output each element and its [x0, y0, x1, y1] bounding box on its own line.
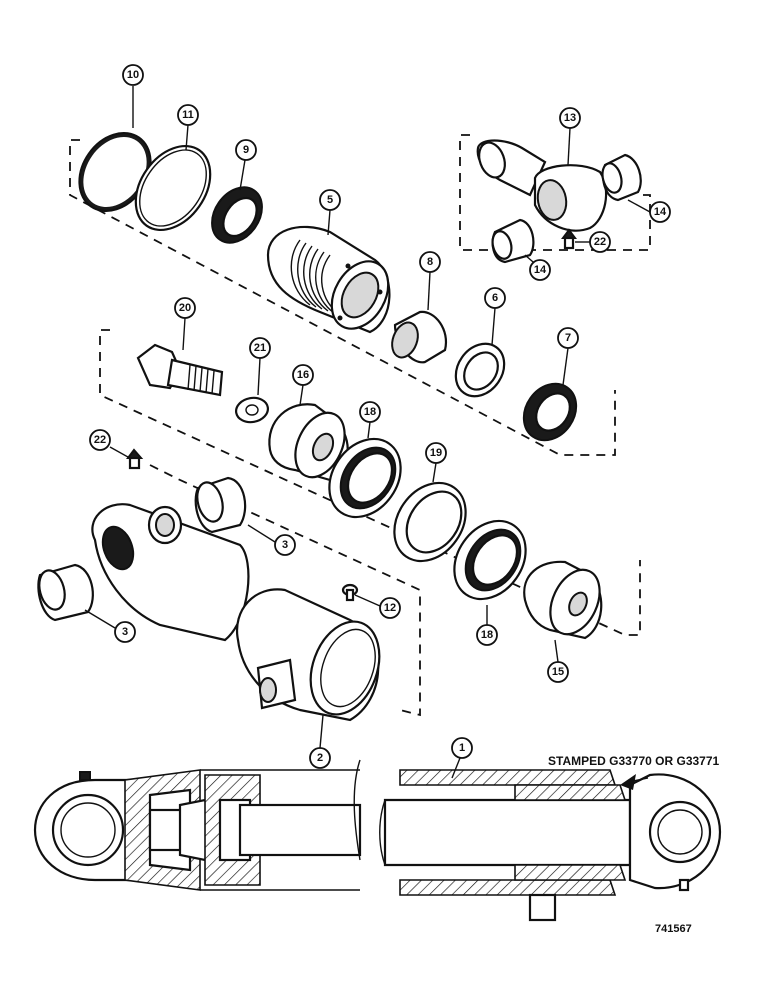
drawing-number: 741567 [655, 923, 692, 935]
svg-text:10: 10 [127, 69, 139, 81]
callout-20: 20 [174, 297, 196, 319]
callout-18-upper: 18 [359, 401, 381, 423]
callout-14-upper: 14 [649, 201, 671, 223]
part-10-ring [78, 132, 152, 212]
part-22-grease-fitting-upper [561, 228, 577, 250]
part-22-grease-fitting-lower [126, 448, 144, 470]
callout-14-lower: 14 [529, 259, 551, 281]
svg-text:12: 12 [384, 602, 396, 614]
part-18-seal-upper [328, 437, 402, 519]
svg-text:5: 5 [327, 194, 333, 206]
part-base-eye [91, 503, 250, 642]
svg-text:8: 8 [427, 256, 433, 268]
callout-22-lower: 22 [89, 429, 111, 451]
svg-text:18: 18 [481, 629, 493, 641]
callout-13: 13 [559, 107, 581, 129]
callout-18-lower: 18 [476, 624, 498, 646]
part-16-piston-nut [268, 403, 349, 482]
svg-text:15: 15 [552, 666, 564, 678]
part-5-cylinder-head [266, 225, 391, 334]
callout-3-lower: 3 [114, 621, 136, 643]
callout-10: 10 [122, 64, 144, 86]
svg-text:14: 14 [654, 206, 667, 218]
callout-1: 1 [451, 737, 473, 759]
svg-text:20: 20 [179, 302, 191, 314]
assembled-cylinder-left [33, 759, 362, 891]
part-8-bushing [391, 310, 448, 364]
part-9-seal [211, 186, 263, 244]
part-15-piston [523, 560, 603, 640]
leader-lines [84, 86, 651, 790]
svg-text:22: 22 [94, 434, 106, 446]
callout-21: 21 [249, 337, 271, 359]
part-18-seal-lower [453, 519, 527, 601]
callout-5: 5 [319, 189, 341, 211]
part-11-ring [134, 144, 212, 232]
svg-text:16: 16 [297, 369, 309, 381]
svg-text:18: 18 [364, 406, 376, 418]
callout-15: 15 [547, 661, 569, 683]
svg-text:3: 3 [122, 626, 128, 638]
part-7-seal [522, 382, 578, 442]
part-14-bushing-lower [491, 218, 535, 264]
part-3-bushing-upper [194, 476, 247, 534]
callout-6: 6 [484, 287, 506, 309]
svg-text:11: 11 [182, 109, 194, 121]
callout-9: 9 [235, 139, 257, 161]
svg-text:22: 22 [594, 236, 606, 248]
svg-text:3: 3 [282, 539, 288, 551]
part-2-barrel [235, 588, 381, 722]
part-20-bolt [136, 343, 224, 397]
part-21-washer [235, 396, 269, 424]
stamp-note: STAMPED G33770 OR G33771 [548, 754, 720, 768]
callout-22-upper: 22 [589, 231, 611, 253]
callout-11: 11 [177, 104, 199, 126]
svg-text:7: 7 [565, 332, 571, 344]
svg-text:2: 2 [317, 752, 323, 764]
group-outline-piston [99, 329, 641, 636]
callout-12: 12 [379, 597, 401, 619]
callout-19: 19 [425, 442, 447, 464]
part-6-ring [454, 342, 506, 398]
part-12-screw [341, 583, 359, 602]
svg-text:14: 14 [534, 264, 547, 276]
group-outline-head [69, 139, 616, 456]
svg-text:1: 1 [459, 742, 465, 754]
callout-8: 8 [419, 251, 441, 273]
group-outline-eye [459, 134, 651, 251]
callout-7: 7 [557, 327, 579, 349]
part-13-rod-eye [476, 139, 608, 232]
svg-text:19: 19 [430, 447, 442, 459]
svg-text:21: 21 [254, 342, 266, 354]
part-19-ring [393, 481, 467, 563]
svg-text:6: 6 [492, 292, 498, 304]
part-14-bushing-upper [601, 153, 642, 202]
callout-2: 2 [309, 747, 331, 769]
assembled-cylinder-right [379, 769, 722, 922]
part-3-bushing-lower [37, 563, 94, 622]
callout-3-upper: 3 [274, 534, 296, 556]
callout-16: 16 [292, 364, 314, 386]
group-outline-barrel [149, 464, 421, 717]
svg-text:13: 13 [564, 112, 576, 124]
svg-text:9: 9 [243, 144, 249, 156]
